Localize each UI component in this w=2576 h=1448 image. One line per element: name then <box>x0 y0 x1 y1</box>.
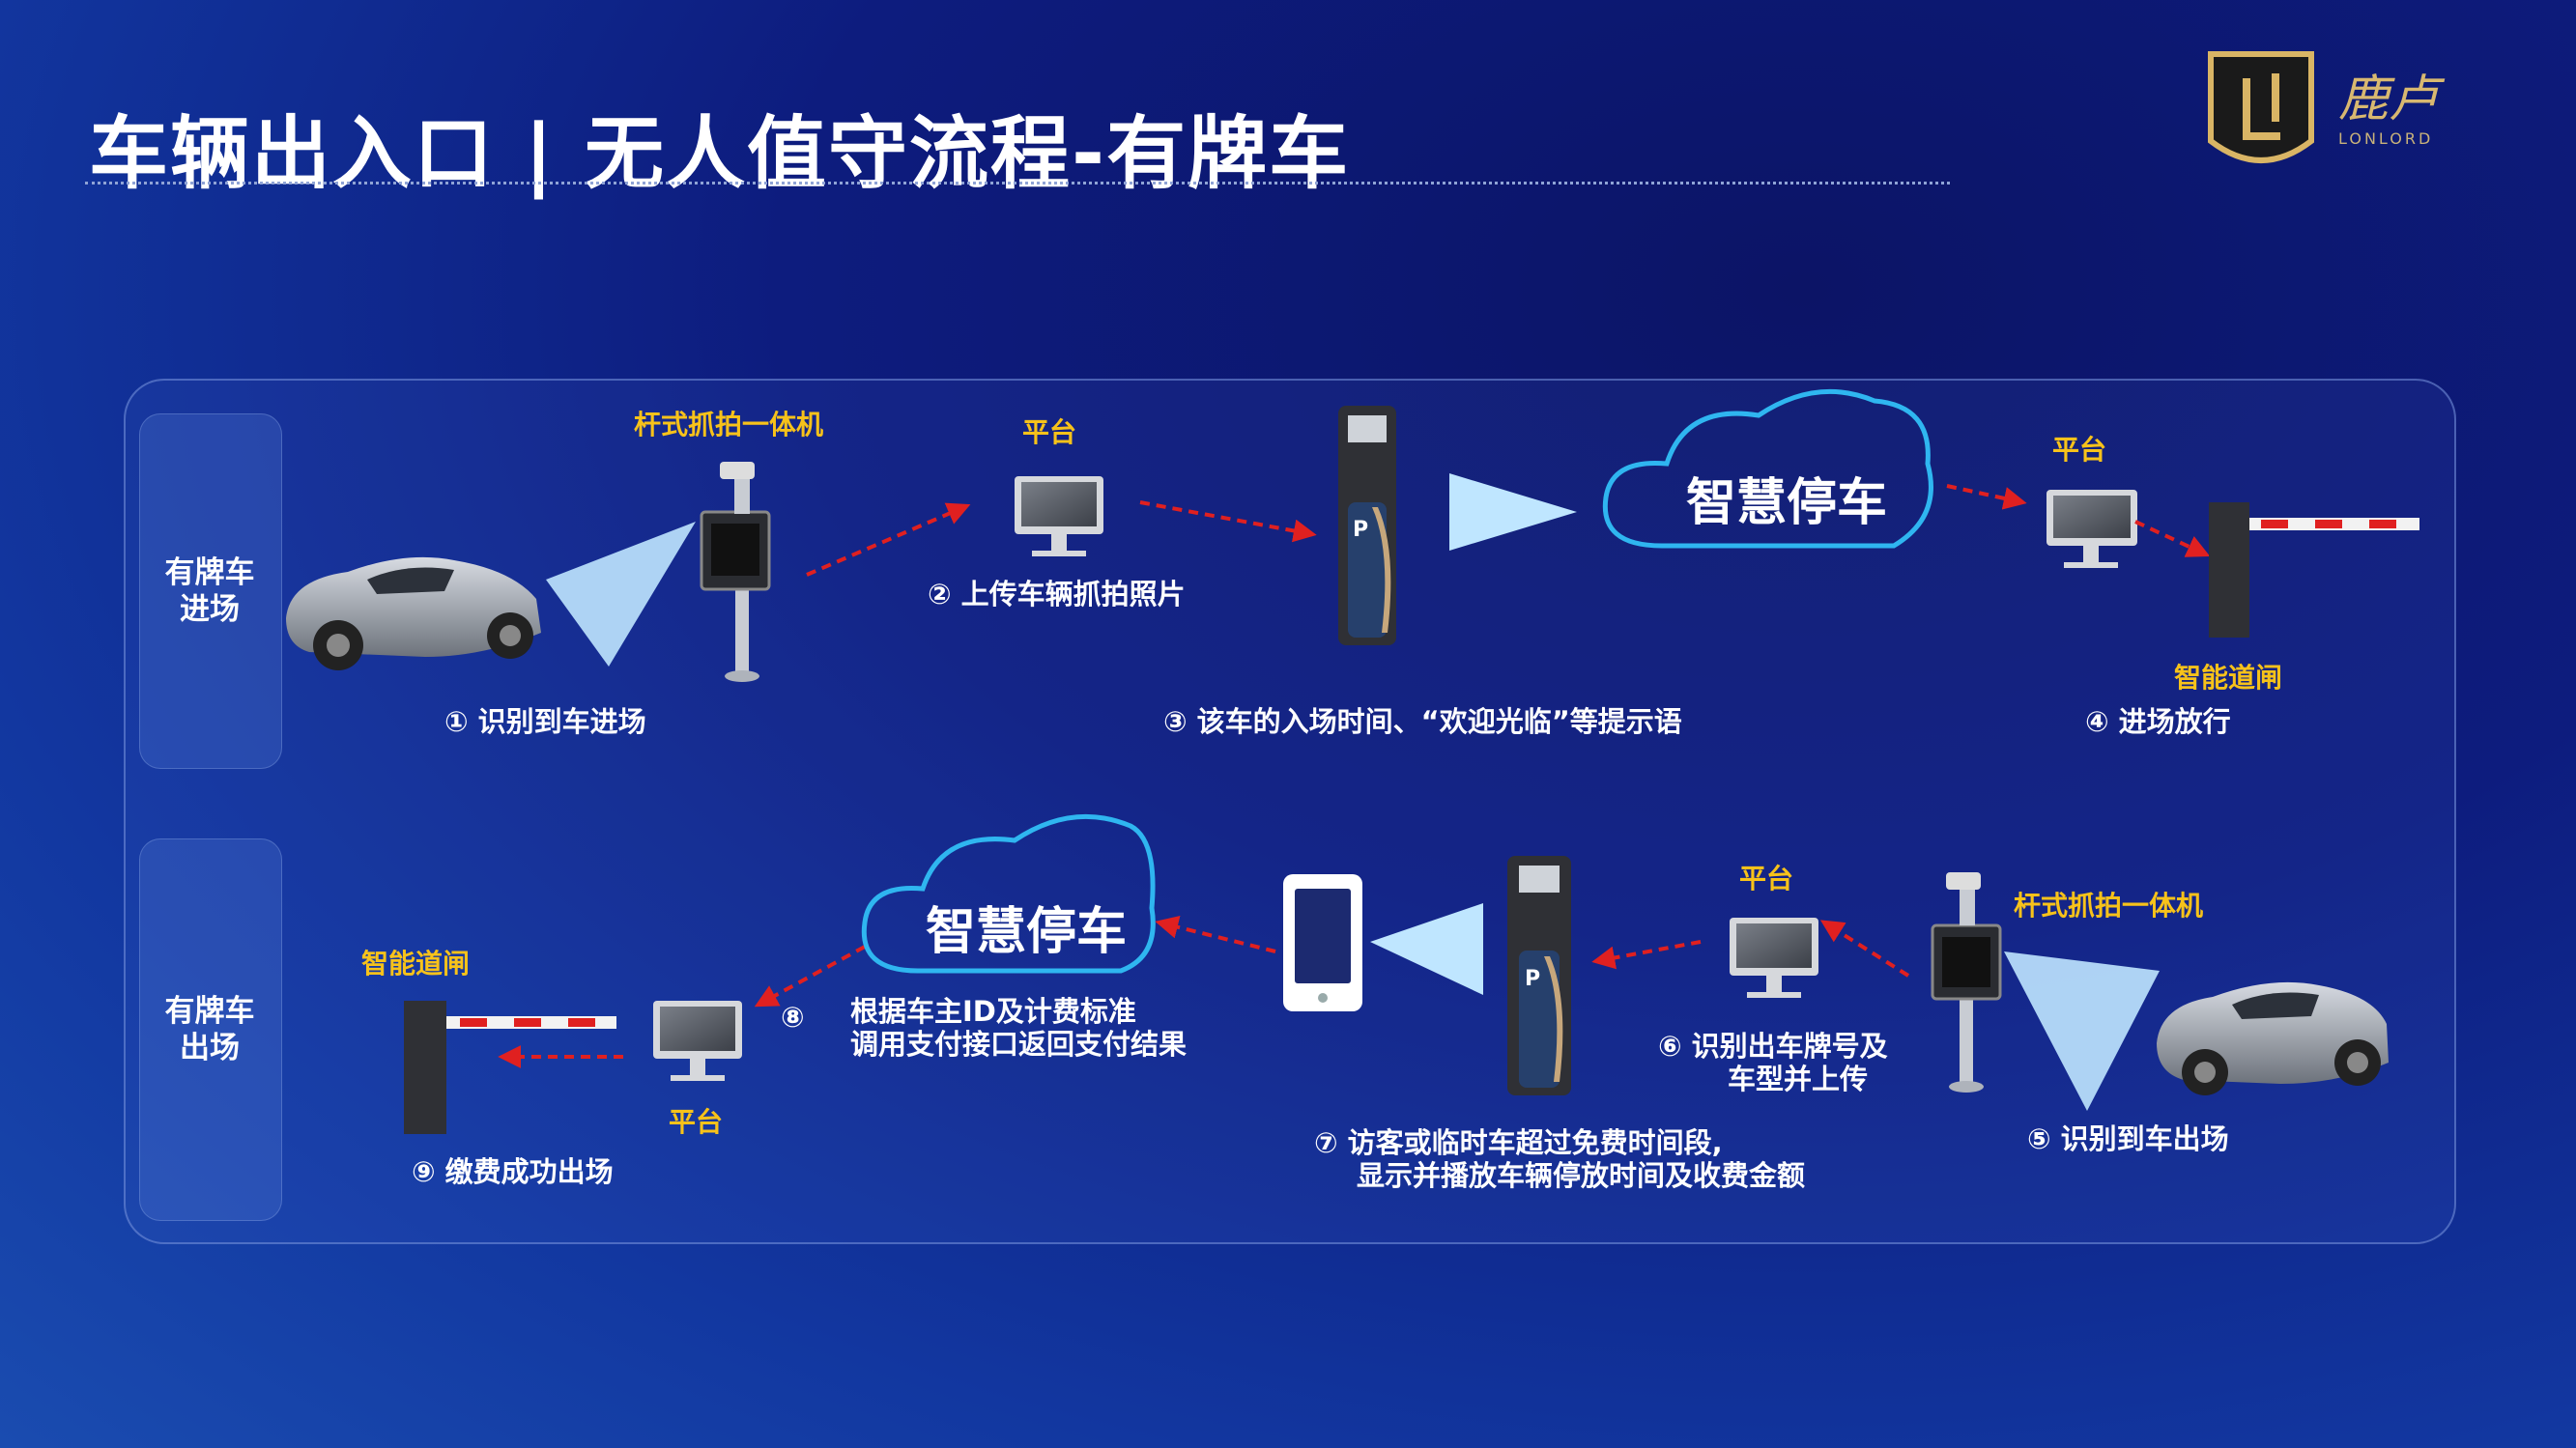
step8-line1: 根据车主ID及计费标准 <box>850 995 1136 1028</box>
entry-car-icon <box>286 556 541 670</box>
arrow-platform-to-gate <box>2134 520 2211 557</box>
entry-row-label: 有牌车 进场 <box>164 555 255 627</box>
arrow-cloud-to-platform <box>1946 484 2027 510</box>
exit-platform-title: 平台 <box>669 1106 724 1138</box>
arrow-exit-camera-to-platform <box>1819 920 1910 978</box>
exit-gate-title: 智能道闸 <box>361 948 471 980</box>
arrow-cloud-to-exit-platform <box>754 945 866 1008</box>
exit-row-label-box <box>139 838 282 1221</box>
arrow-exit-platform2-to-kiosk <box>1591 940 1702 970</box>
exit-platform-monitor-icon <box>653 1001 742 1081</box>
exit-platform2-title: 平台 <box>1739 863 1794 894</box>
exit-cloud-icon <box>861 813 1156 974</box>
entry-camera-beam <box>546 522 696 667</box>
step7-line1: ⑦ 访客或临时车超过免费时间段, <box>1314 1126 1723 1159</box>
brand-logo-text: 鹿卢 <box>2338 71 2440 128</box>
entry-camera-icon <box>700 462 771 682</box>
step9-label: ⑨ 缴费成功出场 <box>412 1155 614 1188</box>
step4-label: ④ 进场放行 <box>2085 705 2231 738</box>
exit-platform2-monitor-icon <box>1730 918 1818 998</box>
exit-barrier-gate-icon <box>404 1001 616 1134</box>
arrow-phone-to-cloud <box>1155 916 1276 953</box>
exit-kiosk-beam <box>1370 903 1483 995</box>
exit-row-label: 有牌车 出场 <box>164 994 255 1065</box>
page-title: 车辆出入口 | 无人值守流程-有牌车 <box>89 108 1351 200</box>
entry-gate-title: 智能道闸 <box>2174 662 2283 694</box>
entry-platform2-monitor-icon <box>2046 490 2137 568</box>
exit-display-kiosk-icon: P <box>1507 856 1571 1095</box>
step5-label: ⑤ 识别到车出场 <box>2027 1122 2229 1155</box>
arrow-step1 <box>806 502 971 577</box>
title-divider <box>85 182 1950 185</box>
step2-label: ② 上传车辆抓拍照片 <box>928 578 1186 610</box>
exit-camera-title: 杆式抓拍一体机 <box>2014 890 2204 922</box>
entry-display-kiosk-icon: P <box>1338 406 1396 645</box>
entry-platform2-title: 平台 <box>2052 434 2107 466</box>
arrow-step2 <box>1139 500 1317 543</box>
entry-barrier-gate-icon <box>2209 502 2419 638</box>
entry-kiosk-beam <box>1449 473 1577 551</box>
step8-line2: 调用支付接口返回支付结果 <box>850 1028 1188 1061</box>
entry-cloud-icon <box>1602 388 1933 549</box>
entry-cloud-label: 智慧停车 <box>1686 474 1888 532</box>
entry-platform-title: 平台 <box>1022 416 1077 448</box>
entry-camera-title: 杆式抓拍一体机 <box>634 409 824 440</box>
brand-logo-icon <box>2208 51 2314 163</box>
svg-text:P: P <box>1525 967 1540 991</box>
svg-text:P: P <box>1353 518 1368 542</box>
entry-platform-monitor-icon <box>1015 476 1103 556</box>
exit-camera-beam <box>2004 951 2160 1111</box>
mobile-phone-icon <box>1283 874 1362 1011</box>
step6-line2: 车型并上传 <box>1728 1063 1869 1095</box>
exit-camera-icon <box>1931 872 2002 1093</box>
step1-label: ① 识别到车进场 <box>444 705 646 738</box>
brand-logo-subtext: LONLORD <box>2338 129 2434 148</box>
exit-cloud-label: 智慧停车 <box>926 903 1128 961</box>
step7-line2: 显示并播放车辆停放时间及收费金额 <box>1357 1159 1806 1192</box>
step3-label: ③ 该车的入场时间、“欢迎光临”等提示语 <box>1163 705 1682 738</box>
exit-car-icon <box>2157 981 2389 1095</box>
step8-number: ⑧ <box>781 1001 805 1034</box>
entry-row-label-box <box>139 413 282 769</box>
step6-line1: ⑥ 识别出车牌号及 <box>1658 1030 1888 1063</box>
